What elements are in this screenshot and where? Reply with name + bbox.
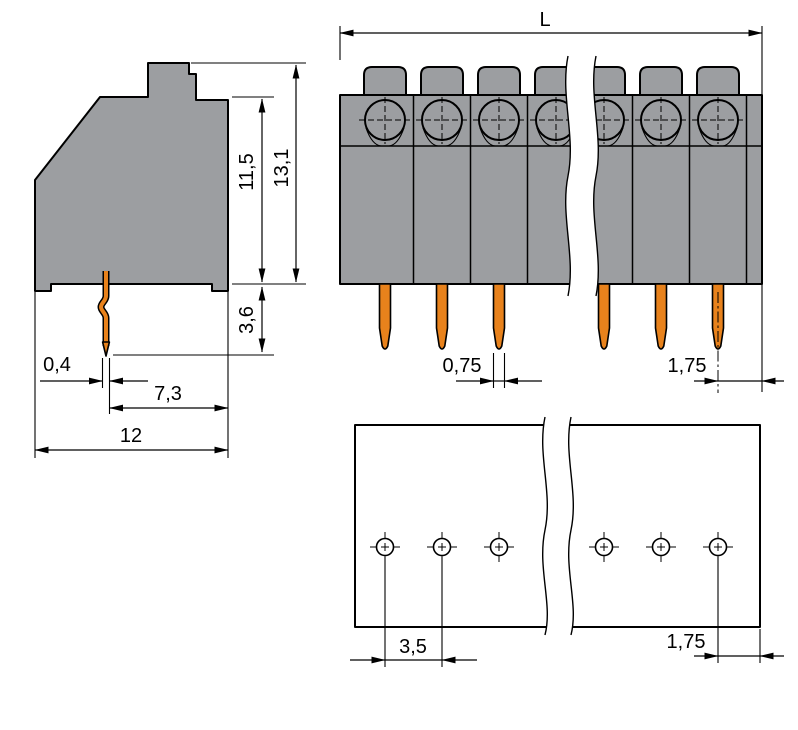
front-clamp-crosshair xyxy=(530,97,582,144)
dim-front-pin-width: 0,75 xyxy=(443,355,482,377)
front-latch-tab xyxy=(696,66,740,96)
front-latch-tab xyxy=(420,66,464,96)
footprint-break-mask xyxy=(542,417,574,635)
front-latch-tab xyxy=(363,66,407,96)
front-solder-pins xyxy=(378,283,725,350)
dim-side-housing-height: 11,5 xyxy=(236,153,258,190)
dim-side-overall-depth: 12 xyxy=(120,425,142,447)
front-view-dimensions: L 0,75 1,75 xyxy=(339,9,784,393)
front-clamp-crosshair xyxy=(635,97,687,144)
front-housing xyxy=(339,66,763,285)
front-clamp-seat xyxy=(365,127,405,147)
dim-side-pin-offset: 7,3 xyxy=(154,383,182,405)
front-break-line xyxy=(565,55,571,297)
footprint-dimensions: 3,5 1,75 xyxy=(350,557,784,667)
footprint-view: 3,5 1,75 xyxy=(350,416,784,667)
front-solder-pin xyxy=(654,283,668,350)
front-break-line xyxy=(593,55,599,297)
front-clamp-crosshair xyxy=(473,97,525,144)
front-solder-pin xyxy=(597,283,611,350)
front-clamp-seat xyxy=(422,127,462,147)
front-clamp-seat xyxy=(479,127,519,147)
front-clamp-seat xyxy=(641,127,681,147)
side-housing-body xyxy=(34,62,229,292)
footprint-break-line xyxy=(568,416,574,636)
dim-footprint-end-distance: 1,75 xyxy=(667,631,706,653)
front-clamp-crosshair xyxy=(359,97,411,144)
drill-hole-center-cross xyxy=(381,543,722,551)
side-view: 11,5 13,1 3,6 0,4 7,3 12 xyxy=(34,62,306,458)
front-break-mask xyxy=(565,56,599,296)
front-clamp-crosshair xyxy=(692,97,744,144)
front-latch-tab xyxy=(477,66,521,96)
side-view-dimensions: 11,5 13,1 3,6 0,4 7,3 12 xyxy=(34,62,306,458)
dim-side-pin-thickness: 0,4 xyxy=(43,354,71,376)
dim-front-overall-length: L xyxy=(539,9,550,31)
front-view: L 0,75 1,75 xyxy=(339,9,784,393)
side-solder-pin xyxy=(99,271,108,346)
dim-front-end-distance: 1,75 xyxy=(668,355,707,377)
front-solder-pin xyxy=(378,283,392,350)
dim-side-total-height: 13,1 xyxy=(271,149,293,188)
side-solder-pin-tip xyxy=(101,341,111,357)
dim-footprint-hole-pitch: 3,5 xyxy=(399,636,427,658)
dim-side-pin-protrusion: 3,6 xyxy=(236,306,258,334)
drill-holes xyxy=(370,532,733,562)
front-solder-pin xyxy=(492,283,506,350)
front-clamp-crosshair xyxy=(578,97,630,144)
front-clamp-crosshair xyxy=(416,97,468,144)
front-solder-pin xyxy=(435,283,449,350)
footprint-break-line xyxy=(542,416,548,636)
front-latch-tab xyxy=(639,66,683,96)
front-clamp-seat xyxy=(698,127,738,147)
